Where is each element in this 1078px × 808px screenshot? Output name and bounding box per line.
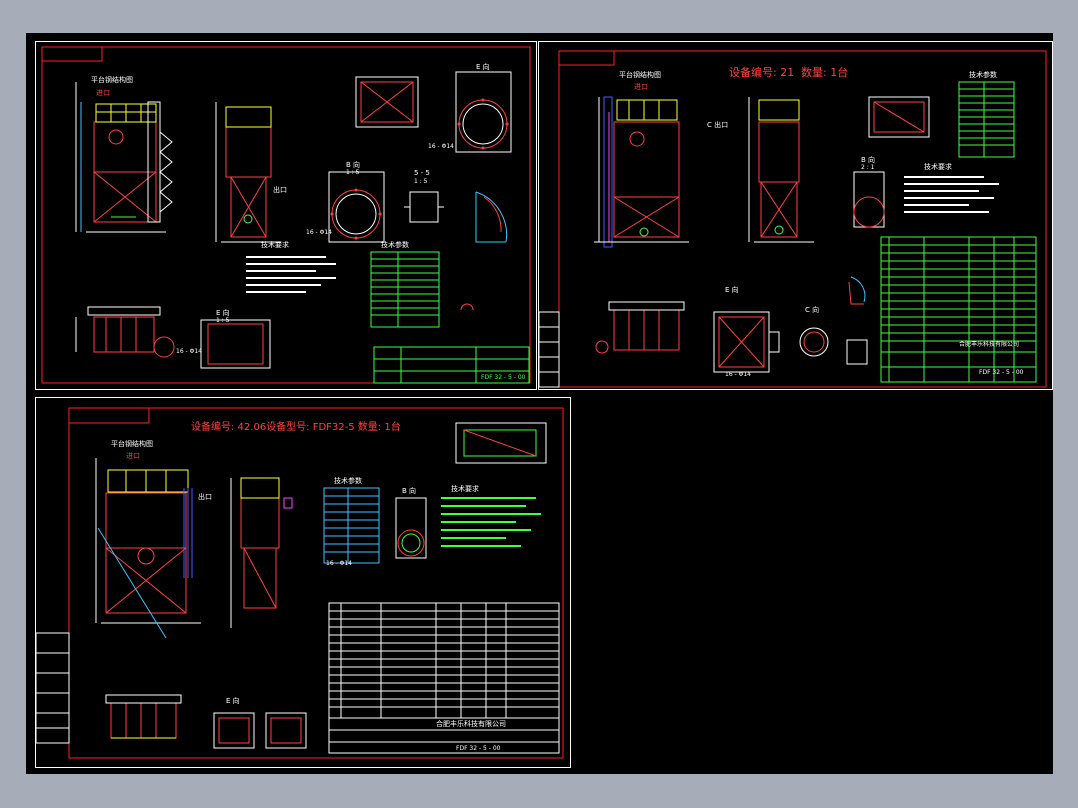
- outlet-label: C 出口: [707, 121, 729, 129]
- drawing-no-label: FDF 32 - 5 - 00: [481, 374, 526, 381]
- sheet-2-equipment-no: 设备编号: 21: [729, 66, 795, 79]
- platform-label: 平台钢结构图: [91, 76, 133, 84]
- outlet-label: 出口: [273, 186, 287, 194]
- scale-e-label: 1 : 5: [216, 317, 230, 324]
- scale-b-label: 2 : 1: [861, 164, 875, 171]
- sheet-1-drawing: [41, 46, 531, 384]
- sheet-3-title: 设备编号: 42.06设备型号: FDF32-5 数量: 1台: [191, 422, 401, 433]
- inlet-label: 进口: [96, 89, 110, 97]
- sheet-3-drawing: [36, 407, 564, 759]
- company-name: 合肥丰乐科技有限公司: [959, 341, 1020, 348]
- view-e-label: E 向: [725, 286, 739, 294]
- holes-label-1: 16 - Φ14: [428, 143, 454, 150]
- holes-label-2: 16 - Φ14: [306, 229, 332, 236]
- scale-b-label: 1 : 5: [346, 169, 360, 176]
- tech-params-label: 技术参数: [334, 477, 362, 485]
- tech-params-label: 技术参数: [381, 241, 409, 249]
- tech-params-label: 技术参数: [969, 71, 997, 79]
- drawing-no-label: FDF 32 - 5 - 00: [456, 745, 501, 752]
- inlet-label: 进口: [126, 452, 140, 460]
- holes-label-3: 16 - Φ14: [176, 348, 202, 355]
- company-name: 合肥丰乐科技有限公司: [436, 720, 506, 728]
- platform-label: 平台钢结构图: [111, 440, 153, 448]
- holes-label: 16 - Φ14: [725, 371, 751, 378]
- view-e-bottom-label: E 向: [216, 309, 230, 317]
- view-b-label: B 向: [402, 487, 417, 495]
- platform-label: 平台钢结构图: [619, 71, 661, 79]
- section-label: 5 - 5: [414, 169, 430, 177]
- view-b-label: B 向: [346, 161, 361, 169]
- holes-label: 16 - Φ14: [326, 560, 352, 567]
- inlet-label: 进口: [634, 83, 648, 91]
- view-c-label: C 向: [805, 306, 820, 314]
- view-e-label: E 向: [476, 63, 490, 71]
- view-e-label: E 向: [226, 697, 240, 705]
- cad-canvas: 平台钢结构图 进口 出口 E 向 B 向 1 : 5 5 - 5 1 : 5 1…: [26, 33, 1053, 774]
- tech-req-label: 技术要求: [924, 163, 952, 171]
- section-scale-label: 1 : 5: [414, 178, 428, 185]
- sheet-2-drawing: [539, 50, 1047, 388]
- outlet-label: 出口: [198, 493, 212, 501]
- drawing-no-label: FDF 32 - 5 - 00: [979, 369, 1024, 376]
- drawing-sheet-2[interactable]: 设备编号: 21 数量: 1台 平台钢结构图 进口 C 出口 技术参数 技术要求…: [538, 41, 1053, 390]
- drawing-sheet-3[interactable]: 设备编号: 42.06设备型号: FDF32-5 数量: 1台 平台钢结构图 进…: [35, 397, 571, 768]
- tech-req-label: 技术要求: [261, 241, 289, 249]
- view-b-label: B 向: [861, 156, 876, 164]
- drawing-sheet-1[interactable]: 平台钢结构图 进口 出口 E 向 B 向 1 : 5 5 - 5 1 : 5 1…: [35, 41, 537, 390]
- tech-req-label: 技术要求: [451, 485, 479, 493]
- sheet-2-quantity: 数量: 1台: [801, 66, 849, 79]
